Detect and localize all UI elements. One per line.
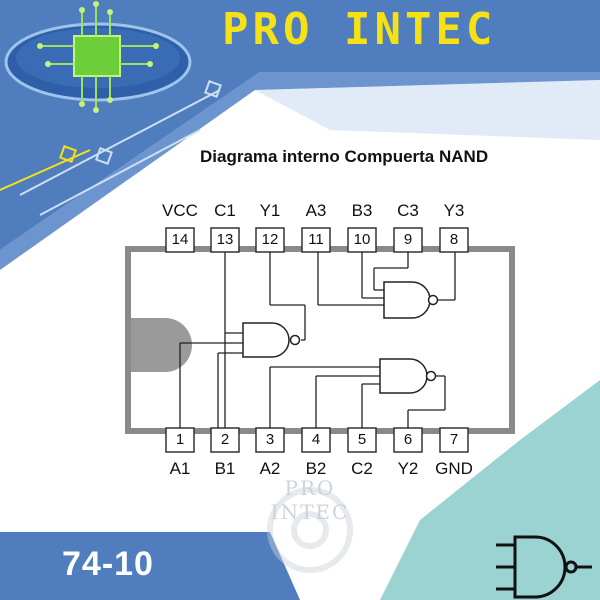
pin-label-c2: C2 — [351, 459, 373, 478]
brand-name: PRO INTEC — [222, 4, 497, 55]
pin-number-4: 4 — [311, 431, 321, 448]
pin-number-10: 10 — [353, 231, 371, 248]
pin-number-7: 7 — [449, 431, 459, 448]
pin-label-vcc: VCC — [162, 201, 198, 220]
pin-label-a1: A1 — [169, 459, 191, 478]
top-pin-boxes — [165, 227, 469, 253]
pin-label-c3: C3 — [397, 201, 419, 220]
pin-number-9: 9 — [403, 231, 413, 248]
pin-number-3: 3 — [265, 431, 275, 448]
pin-label-b1: B1 — [214, 459, 236, 478]
pin-label-b2: B2 — [305, 459, 327, 478]
diagram-title: Diagrama interno Compuerta NAND — [200, 147, 489, 166]
nand-gates — [242, 281, 439, 394]
pin-number-13: 13 — [216, 231, 234, 248]
internal-wiring — [179, 252, 456, 428]
pin-number-5: 5 — [357, 431, 367, 448]
pin-number-11: 11 — [308, 231, 324, 248]
pin-label-a2: A2 — [259, 459, 281, 478]
pin-label-y1: Y1 — [259, 201, 281, 220]
pin-number-1: 1 — [175, 431, 185, 448]
pin-number-8: 8 — [449, 231, 459, 248]
pin-label-c1: C1 — [214, 201, 236, 220]
pin-number-14: 14 — [171, 231, 189, 248]
pin-label-y3: Y3 — [443, 201, 465, 220]
nand-gate-1 — [242, 322, 290, 358]
part-number: 74-10 — [62, 545, 154, 583]
pin-label-b3: B3 — [351, 201, 373, 220]
pin-number-6: 6 — [403, 431, 413, 448]
pin-number-2: 2 — [220, 431, 230, 448]
pin-label-a3: A3 — [305, 201, 327, 220]
watermark: PRO INTEC — [270, 476, 350, 524]
chip-body — [125, 246, 515, 434]
pin-label-gnd: GND — [435, 459, 473, 478]
pin-label-y2: Y2 — [397, 459, 419, 478]
circuit-chip-logo-icon — [4, 1, 192, 113]
pin-number-12: 12 — [261, 231, 279, 248]
